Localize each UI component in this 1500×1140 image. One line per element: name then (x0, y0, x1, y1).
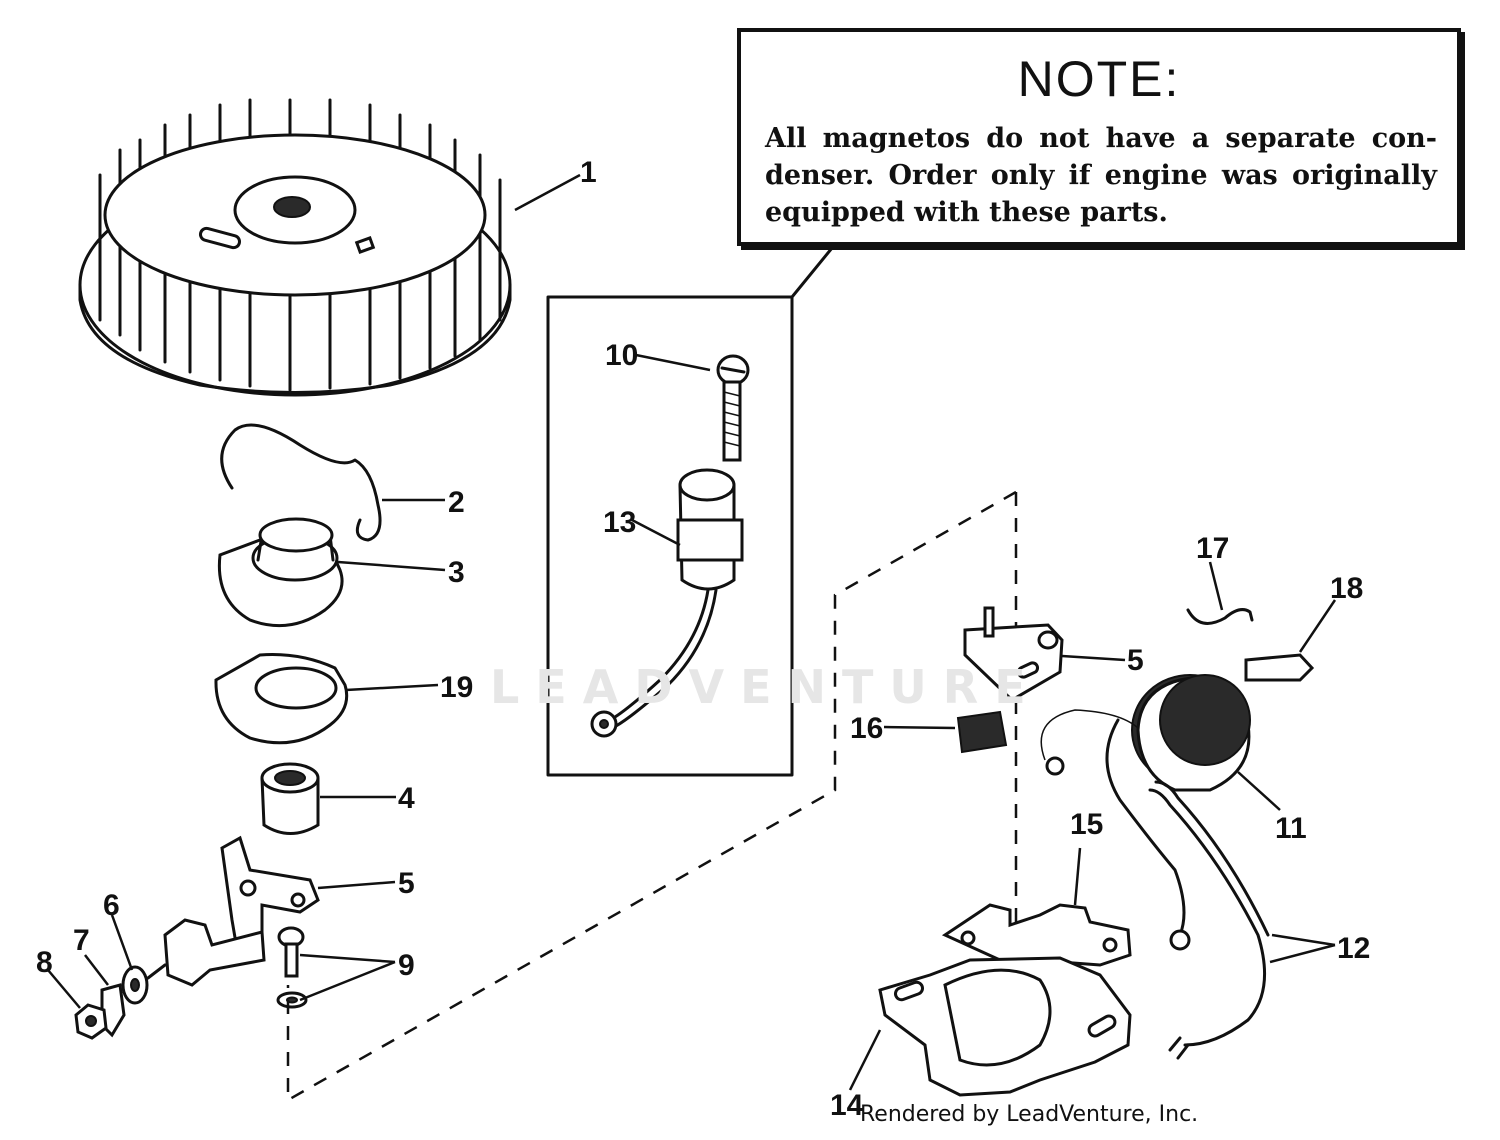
watermark-text: LEADVENTURE (490, 660, 1042, 714)
flywheel (78, 98, 512, 397)
breaker-arm-bracket (163, 835, 320, 987)
callout-3: 3 (448, 556, 465, 589)
callout-16: 16 (850, 712, 883, 745)
callout-1: 1 (580, 156, 597, 189)
callout-18: 18 (1330, 572, 1363, 605)
callout-17: 17 (1196, 532, 1229, 565)
cam-plate (217, 517, 344, 628)
ground-clip (1244, 653, 1315, 682)
note-title: NOTE: (1017, 51, 1181, 107)
callout-leaders (47, 173, 1337, 1091)
note-box: NOTE: All magnetos do not have a separat… (737, 28, 1461, 246)
bushing (260, 762, 320, 835)
condenser-inset (546, 246, 857, 777)
washer (121, 963, 167, 1005)
callout-6: 6 (103, 889, 120, 922)
condenser-screw (716, 354, 750, 462)
note-body: All magnetos do not have a separate con-… (765, 123, 1437, 228)
callout-2: 2 (448, 486, 465, 519)
callout-4: 4 (398, 782, 415, 815)
callout-7: 7 (73, 924, 90, 957)
callout-11: 11 (1275, 812, 1307, 845)
callout-5-right: 5 (1127, 644, 1144, 677)
callout-19: 19 (440, 671, 473, 704)
callout-12: 12 (1337, 932, 1370, 965)
magneto-base (878, 956, 1132, 1097)
wire-clip (1186, 608, 1254, 625)
breaker-bracket-right (963, 606, 1064, 702)
coil (1040, 674, 1251, 951)
callout-10: 10 (605, 339, 638, 372)
callout-9: 9 (398, 949, 415, 982)
callout-8: 8 (36, 946, 53, 979)
lead-wire (1148, 780, 1270, 1060)
assembly-dashed-lines (286, 490, 1018, 1103)
washer-plate (214, 653, 349, 745)
callout-13: 13 (603, 506, 636, 539)
spring-clip (220, 423, 382, 542)
condenser (590, 468, 744, 738)
callout-labels: 1 2 3 19 4 5 6 7 8 9 10 13 5 16 17 18 11… (36, 156, 1370, 1122)
callout-14: 14 (830, 1089, 864, 1122)
callout-5-left: 5 (398, 867, 415, 900)
screw-and-washer (276, 926, 308, 1009)
credit-text: Rendered by LeadVenture, Inc. (860, 1102, 1199, 1127)
felt-pad (956, 710, 1008, 754)
nut (74, 1003, 108, 1040)
armature (941, 903, 1132, 967)
callout-15: 15 (1070, 808, 1103, 841)
